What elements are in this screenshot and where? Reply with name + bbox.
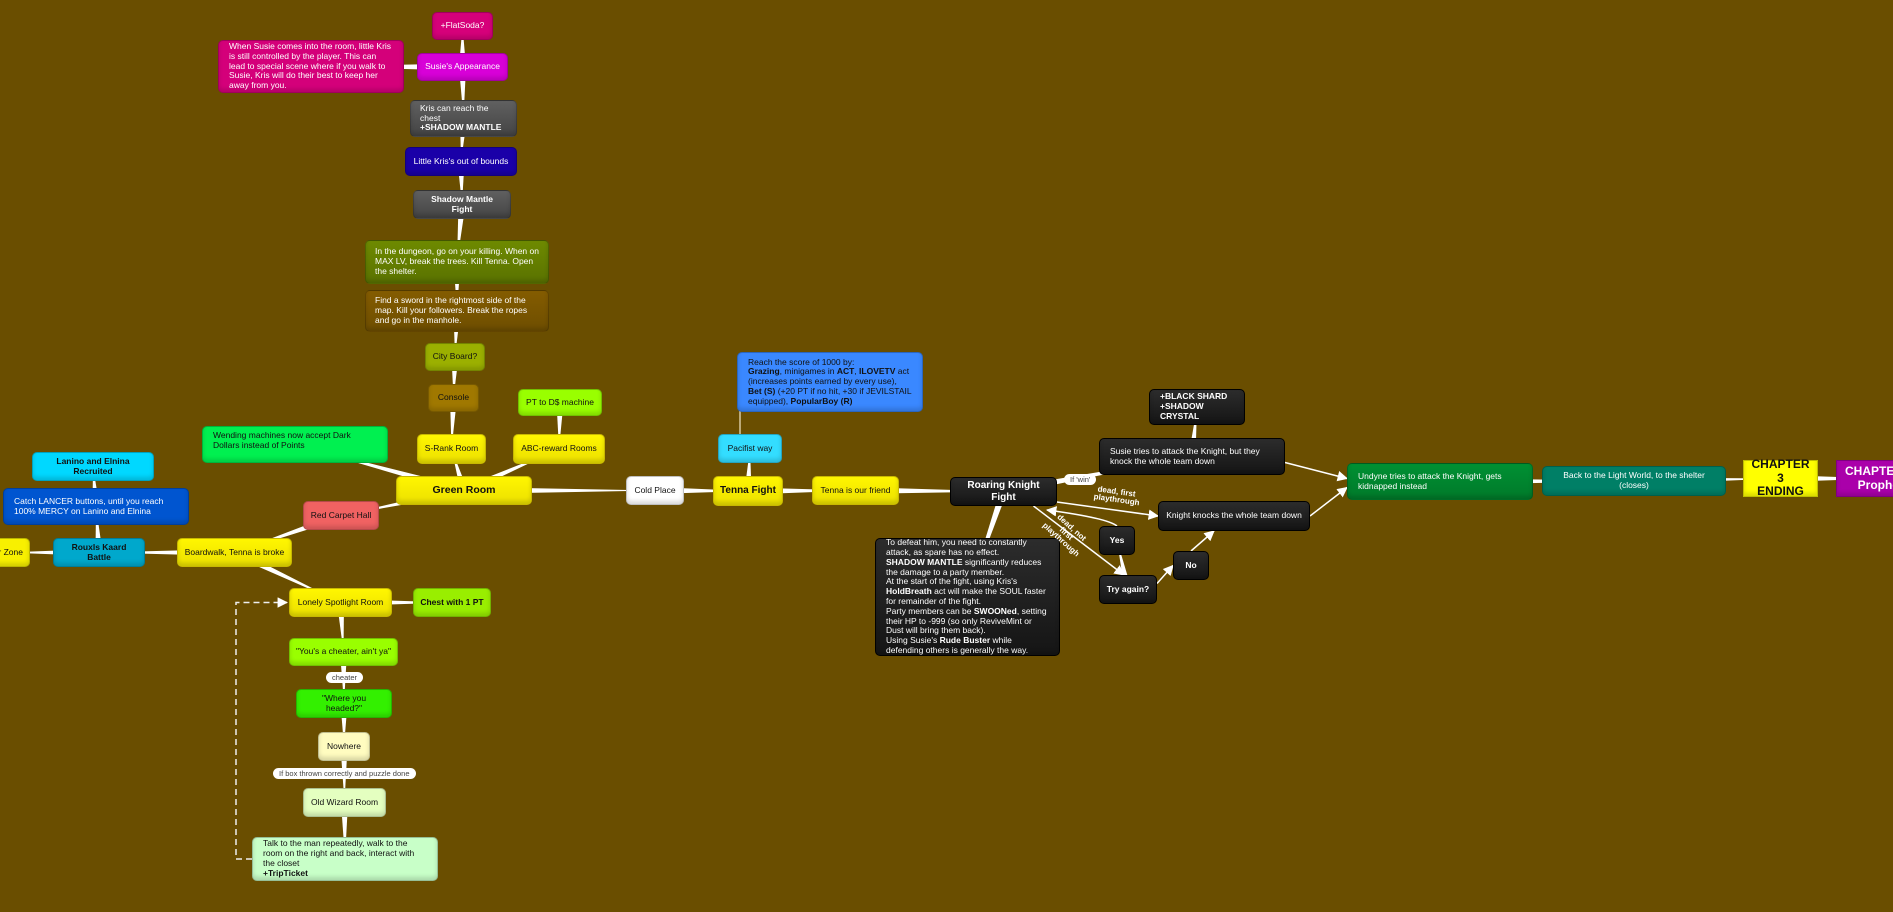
text: Using Susie's	[886, 635, 940, 646]
bold: HoldBreath	[886, 586, 932, 597]
black-shard-item: +BLACK SHARD	[1160, 391, 1228, 402]
arrow-connector	[1156, 564, 1174, 584]
arrow-connector	[1056, 501, 1160, 520]
node-kris-reach-chest[interactable]: Kris can reach the chest+SHADOW MANTLE	[410, 100, 517, 137]
node-knight-knocks-team[interactable]: Knight knocks the whole team down	[1158, 501, 1310, 531]
strategy-line: At the start of the fight, using Kris's …	[886, 577, 1049, 606]
bold: SWOONed	[973, 605, 1017, 616]
node-susie-appearance[interactable]: Susie's Appearance	[417, 53, 508, 81]
edge-label-if-box: If box thrown correctly and puzzle done	[273, 768, 416, 779]
node-nowhere[interactable]: Nowhere	[318, 732, 370, 761]
edge-label-cheater: cheater	[326, 672, 364, 683]
node-boardwalk[interactable]: Boardwalk, Tenna is broke	[177, 538, 292, 567]
strategy-line: To defeat him, you need to constantly at…	[886, 537, 1027, 558]
method-bet: Bet (S)	[748, 385, 776, 396]
strategy-line: Using Susie's Rude Buster while defendin…	[886, 635, 1049, 656]
dashed-loop-connector	[235, 597, 289, 860]
node-find-sword[interactable]: Find a sword in the rightmost side of th…	[365, 290, 549, 332]
node-cheater-question[interactable]: "You's a cheater, ain't ya"	[289, 638, 398, 666]
node-abc-reward-rooms[interactable]: ABC-reward Rooms	[513, 434, 605, 464]
text: act will make the SOUL faster for remain…	[886, 586, 1046, 606]
tripticket-item: +TripTicket	[263, 867, 308, 878]
bold: SHADOW MANTLE	[886, 556, 963, 567]
text: (+20 PT if no hit, +30 if JEVILSTAIL equ…	[748, 385, 912, 406]
node-susie-tries-attack[interactable]: Susie tries to attack the Knight, but th…	[1099, 438, 1285, 475]
talk-man-text: Talk to the man repeatedly, walk to the …	[263, 838, 415, 868]
node-s-rank-room[interactable]: S-Rank Room	[417, 434, 486, 464]
node-old-wizard-room[interactable]: Old Wizard Room	[303, 788, 386, 817]
text: significantly reduces the damage to a pa…	[886, 556, 1042, 577]
node-chest-1pt[interactable]: Chest with 1 PT	[413, 588, 491, 617]
node-yes[interactable]: Yes	[1099, 526, 1135, 555]
node-zone[interactable]: r Zone	[0, 538, 30, 567]
text: Party members can be	[886, 605, 974, 616]
node-red-carpet-hall[interactable]: Red Carpet Hall	[303, 501, 379, 530]
node-green-room[interactable]: Green Room	[396, 476, 532, 505]
method-popularboy: PopularBoy (R)	[790, 395, 853, 406]
node-defeat-strategy[interactable]: To defeat him, you need to constantly at…	[875, 538, 1060, 656]
node-back-to-light-world[interactable]: Back to the Light World, to the shelter …	[1542, 466, 1726, 496]
reach-score-intro: Reach the score of 1000 by:	[748, 356, 855, 367]
node-tenna-is-our-friend[interactable]: Tenna is our friend	[812, 476, 899, 505]
node-city-board[interactable]: City Board?	[425, 343, 485, 371]
node-cold-place[interactable]: Cold Place	[626, 476, 684, 505]
node-pacifist-way[interactable]: Pacifist way	[718, 434, 782, 463]
arrow-connector	[1033, 505, 1125, 576]
shadow-crystal-item: +SHADOW CRYSTAL	[1160, 401, 1204, 421]
arrow-connector	[1284, 461, 1349, 482]
strategy-line: Party members can be SWOONed, setting th…	[886, 605, 1049, 636]
node-little-kris-out-of-bounds[interactable]: Little Kris's out of bounds	[405, 147, 517, 176]
node-lanino-elnina-recruited[interactable]: Lanino and Elnina Recruited	[32, 452, 154, 481]
node-reach-score[interactable]: Reach the score of 1000 by: Grazing, min…	[737, 352, 923, 412]
node-pt-to-dollar-machine[interactable]: PT to D$ machine	[518, 389, 602, 416]
arrow-connector	[1190, 530, 1215, 552]
node-no[interactable]: No	[1173, 551, 1209, 580]
strategy-line: SHADOW MANTLE significantly reduces the …	[886, 556, 1049, 578]
edge-label-if-win: If 'win'	[1064, 474, 1097, 485]
node-black-shard[interactable]: +BLACK SHARD+SHADOW CRYSTAL	[1149, 389, 1245, 425]
chapter4-subtitle: Prophecy	[1857, 477, 1893, 492]
text: ,	[854, 366, 860, 377]
node-roaring-knight-fight[interactable]: Roaring Knight Fight	[950, 477, 1057, 506]
node-shadow-mantle-fight[interactable]: Shadow Mantle Fight	[413, 190, 511, 219]
node-try-again[interactable]: Try again?	[1099, 575, 1157, 604]
text: At the start of the fight, using Kris's	[886, 576, 1018, 587]
reach-score-methods: Grazing, minigames in ACT, ILOVETV act (…	[748, 366, 912, 406]
bold: Rude Buster	[939, 635, 991, 646]
arrow-connector	[1045, 506, 1118, 527]
node-tenna-fight[interactable]: Tenna Fight	[713, 476, 783, 506]
chapter3-title: CHAPTER 3	[1751, 456, 1810, 485]
node-dungeon-killing[interactable]: In the dungeon, go on your killing. When…	[365, 240, 549, 284]
node-flatsoda[interactable]: +FlatSoda?	[432, 12, 493, 40]
node-susie-note[interactable]: When Susie comes into the room, little K…	[218, 40, 404, 93]
text: , setting their HP to -999 (so only Revi…	[886, 605, 1047, 636]
node-catch-lancer-buttons[interactable]: Catch LANCER buttons, until you reach 10…	[3, 488, 189, 525]
chapter3-subtitle: ENDING	[1757, 484, 1804, 499]
shadow-mantle-item: +SHADOW MANTLE	[420, 122, 502, 133]
text: act (increases points earned by every us…	[748, 366, 910, 387]
method-ilovetv: ILOVETV	[859, 366, 896, 377]
method-grazing: Grazing	[748, 366, 780, 377]
kris-chest-text: Kris can reach the chest	[420, 102, 489, 123]
node-talk-to-man[interactable]: Talk to the man repeatedly, walk to the …	[252, 837, 438, 881]
node-where-you-headed[interactable]: "Where you headed?"	[296, 689, 392, 718]
node-chapter4-prophecy[interactable]: CHAPTER 4Prophecy	[1836, 460, 1893, 497]
chapter4-title: CHAPTER 4	[1845, 463, 1893, 478]
node-lonely-spotlight-room[interactable]: Lonely Spotlight Room	[289, 588, 392, 617]
method-act: ACT	[836, 366, 855, 377]
node-wending-machines[interactable]: Wending machines now accept Dark Dollars…	[202, 426, 388, 463]
text: , minigames in	[779, 366, 837, 377]
node-rouxls-kaard-battle[interactable]: Rouxls Kaard Battle	[53, 538, 145, 567]
text: while defending others is generally the …	[886, 635, 1029, 655]
arrow-connector	[1309, 486, 1348, 517]
node-console[interactable]: Console	[428, 384, 479, 412]
node-undyne-kidnapped[interactable]: Undyne tries to attack the Knight, gets …	[1347, 463, 1533, 500]
